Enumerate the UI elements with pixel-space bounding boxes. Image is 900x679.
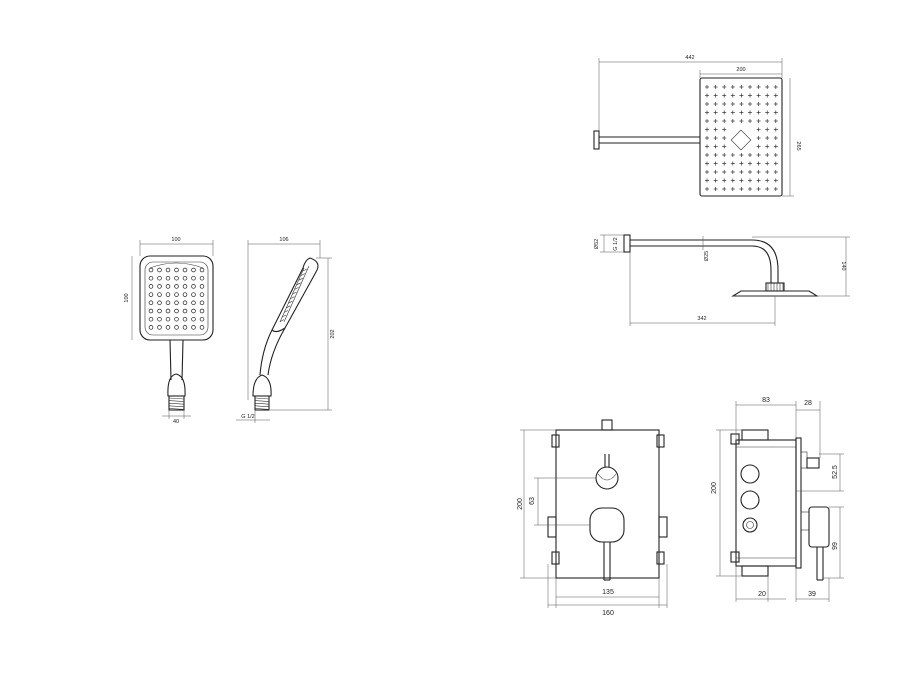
mixer-port-1	[740, 464, 760, 484]
dim-wall-connection: G 1/2	[613, 237, 619, 250]
side-head-plate	[731, 290, 819, 297]
dim-head-width: 200	[736, 67, 745, 73]
handle-right-edge	[181, 339, 184, 381]
side-handle-front	[267, 327, 286, 376]
dim-hand-front-height: 100	[124, 293, 130, 302]
side-handle-bulb	[252, 374, 272, 397]
head-shower-side-view: Ø52 G 1/2 Ø25 342 140	[594, 234, 850, 326]
side-handle-thread	[254, 395, 270, 411]
mixer-port-3	[742, 517, 758, 533]
side-wall-flange	[623, 234, 631, 253]
mixer-top-right-bolt	[656, 434, 665, 448]
knob-side	[806, 457, 820, 469]
side-head-outline	[271, 257, 319, 333]
mixer-port-2	[740, 490, 760, 510]
lever-spindle	[800, 511, 810, 531]
dim-side-height: 200	[711, 482, 718, 494]
dim-lever-height: 99	[832, 542, 839, 550]
mixer-bottom-cap	[741, 565, 769, 577]
mixer-body-box	[735, 439, 797, 567]
head-shower-center-diamond	[730, 129, 752, 151]
arm-wall-flange	[593, 130, 600, 150]
mixer-cover-plate	[555, 429, 660, 579]
handle-left-edge	[169, 339, 172, 381]
thermostat-handle	[589, 507, 625, 543]
mixer-front-view: 200 63 135 160	[517, 419, 668, 617]
mixer-top-cap	[741, 429, 769, 441]
side-head-nozzles	[279, 268, 308, 322]
swivel-lines	[767, 283, 784, 291]
dim-plate-depth: 28	[804, 400, 812, 407]
dim-projection: 342	[697, 316, 706, 322]
dim-mixer-height: 200	[517, 498, 524, 510]
dim-body-depth: 83	[762, 397, 770, 404]
mixer-top-bolt	[730, 433, 740, 445]
mixer-wall-plate	[795, 437, 802, 569]
side-swivel-joint	[765, 282, 785, 292]
hand-shower-nozzle-grid	[148, 267, 205, 330]
hand-shower-front-view: 100 100 40	[124, 237, 214, 425]
dim-flange-diameter: Ø52	[594, 239, 600, 249]
mixer-bottom-left-bolt	[551, 551, 560, 565]
mixer-top-stub	[601, 419, 613, 431]
dim-inner-width: 135	[602, 589, 614, 596]
side-arm-bend-outer	[751, 239, 779, 283]
hand-shower-side-view: 106 202 G 1/2	[236, 237, 336, 423]
hand-shower-spray-face	[144, 261, 209, 336]
mixer-top-left-bolt	[551, 434, 560, 448]
mixer-side-view: 83 28 200 52.5 99 20 39	[711, 397, 844, 602]
head-shower-top-view: 442 200 265	[593, 55, 801, 197]
mixer-left-port	[547, 516, 557, 538]
head-shower-nozzle-grid	[705, 85, 778, 191]
dim-hand-front-width: 100	[171, 237, 180, 243]
dim-drop: 140	[840, 261, 846, 270]
dim-knob-height: 52.5	[832, 465, 839, 479]
dim-handle-width: 40	[173, 419, 179, 425]
dim-outer-width: 160	[602, 610, 614, 617]
hand-shower-top-curve	[149, 262, 204, 269]
side-arm-bend-inner	[751, 245, 772, 283]
dim-center-offset: 63	[529, 497, 536, 505]
dim-lever-depth: 39	[808, 591, 816, 598]
dim-bottom-offset: 20	[758, 591, 766, 598]
dim-arm-diameter: Ø25	[704, 251, 710, 261]
handle-bulb	[167, 373, 186, 397]
diverter-knob	[595, 466, 619, 490]
mixer-right-port	[658, 516, 668, 538]
side-handle-back	[259, 329, 273, 376]
handle-thread	[168, 395, 185, 411]
dim-head-depth: 265	[795, 141, 801, 150]
knob-spindle	[800, 451, 808, 469]
mixer-bottom-bolt	[730, 551, 740, 563]
dim-side-depth: 106	[279, 237, 288, 243]
side-thread-lines	[254, 397, 270, 410]
dim-total-height: 202	[330, 329, 336, 338]
dim-hand-connection: G 1/2	[241, 414, 254, 420]
mixer-bottom-right-bolt	[656, 551, 665, 565]
dim-overall-length: 442	[685, 55, 694, 61]
handle-thread-lines	[168, 397, 185, 410]
lever-body	[808, 506, 830, 548]
hand-shower-head-outline	[139, 255, 214, 341]
